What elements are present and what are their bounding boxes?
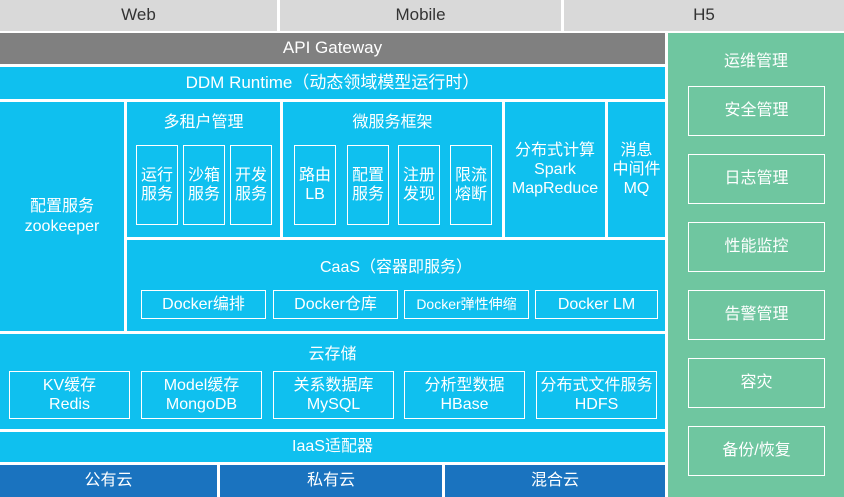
microservice-item-registry: 注册 发现 [398, 145, 440, 225]
ops-item-logs: 日志管理 [688, 154, 825, 204]
tab-mobile[interactable]: Mobile [280, 0, 561, 31]
microservice-item-ratelimit: 限流 熔断 [450, 145, 492, 225]
microservice-item-lb: 路由 LB [294, 145, 336, 225]
multi-tenant-item-run: 运行 服务 [136, 145, 178, 225]
public-cloud: 公有云 [0, 465, 217, 497]
hybrid-cloud: 混合云 [445, 465, 665, 497]
cloud-storage-block [0, 334, 665, 429]
ops-item-disaster-recovery: 容灾 [688, 358, 825, 408]
caas-block [127, 240, 665, 331]
storage-item-mysql: 关系数据库 MySQL [273, 371, 394, 419]
ops-management-title: 运维管理 [723, 53, 788, 71]
ddm-runtime-layer: DDM Runtime（动态领域模型运行时） [0, 67, 665, 99]
storage-item-mongodb: Model缓存 MongoDB [141, 371, 262, 419]
microservice-block [283, 102, 502, 237]
caas-item-lm: Docker LM [535, 290, 658, 319]
ops-item-security: 安全管理 [688, 86, 825, 136]
caas-item-registry: Docker仓库 [273, 290, 398, 319]
storage-item-redis: KV缓存 Redis [9, 371, 130, 419]
private-cloud: 私有云 [220, 465, 442, 497]
storage-item-hbase: 分析型数据 HBase [404, 371, 525, 419]
multi-tenant-title: 多租户管理 [163, 114, 244, 132]
iaas-adapter-layer: IaaS适配器 [0, 432, 665, 462]
ops-item-performance: 性能监控 [688, 222, 825, 272]
storage-item-hdfs: 分布式文件服务 HDFS [536, 371, 657, 419]
cloud-storage-title: 云存储 [308, 346, 357, 364]
ops-item-backup: 备份/恢复 [688, 426, 825, 476]
config-service-block: 配置服务 zookeeper [0, 102, 124, 331]
multi-tenant-block [127, 102, 280, 237]
tab-h5[interactable]: H5 [564, 0, 844, 31]
ops-management-panel [668, 33, 844, 497]
caas-item-orchestration: Docker编排 [141, 290, 266, 319]
caas-item-autoscaling: Docker弹性伸缩 [404, 290, 529, 319]
ops-item-alerts: 告警管理 [688, 290, 825, 340]
api-gateway-layer: API Gateway [0, 33, 665, 64]
tab-web[interactable]: Web [0, 0, 277, 31]
multi-tenant-item-dev: 开发 服务 [230, 145, 272, 225]
multi-tenant-item-sandbox: 沙箱 服务 [183, 145, 225, 225]
distributed-compute-block: 分布式计算 Spark MapReduce [505, 102, 605, 237]
microservice-title: 微服务框架 [352, 114, 433, 132]
microservice-item-config: 配置 服务 [347, 145, 389, 225]
caas-title: CaaS（容器即服务） [319, 259, 473, 277]
message-mq-block: 消息 中间件 MQ [608, 102, 665, 237]
